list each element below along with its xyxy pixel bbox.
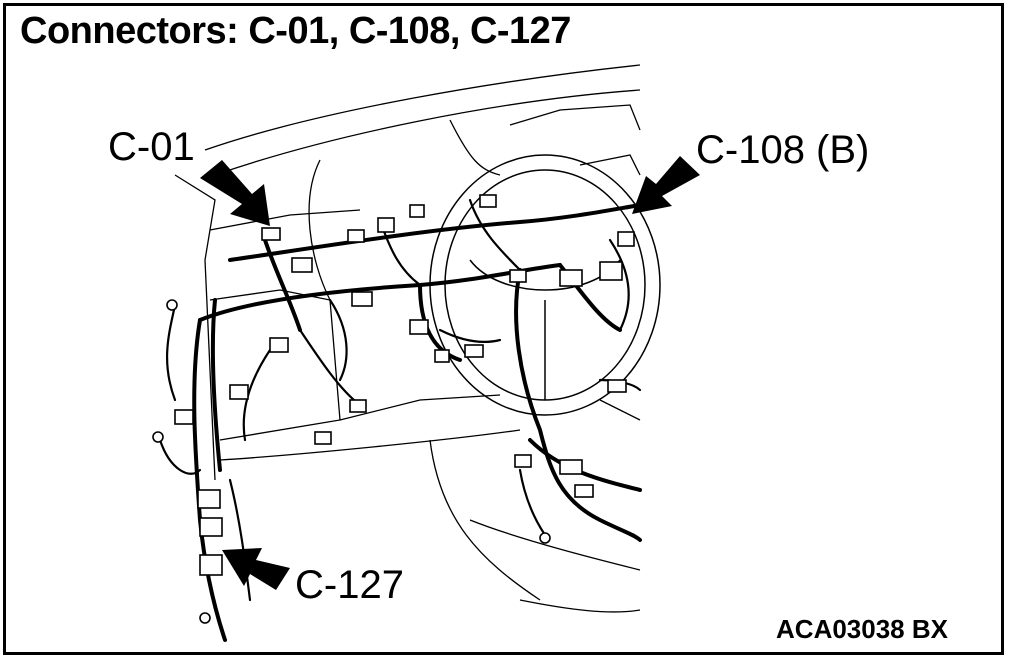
figure-id: ACA03038 BX <box>776 614 948 644</box>
arrow-c127 <box>222 548 290 590</box>
steering-wheel <box>429 154 661 416</box>
callout-label-c127: C-127 <box>295 563 404 607</box>
arrow-c01 <box>200 160 270 226</box>
arrow-c108 <box>632 156 700 214</box>
connector-blocks <box>174 194 635 576</box>
page-title: Connectors: C-01, C-108, C-127 <box>20 10 571 52</box>
callout-label-c108: C-108 (B) <box>696 128 870 172</box>
callout-label-c01: C-01 <box>108 125 195 169</box>
harness-branches <box>158 198 642 602</box>
ring-terminals <box>152 299 551 624</box>
dashboard-outline <box>174 64 641 613</box>
